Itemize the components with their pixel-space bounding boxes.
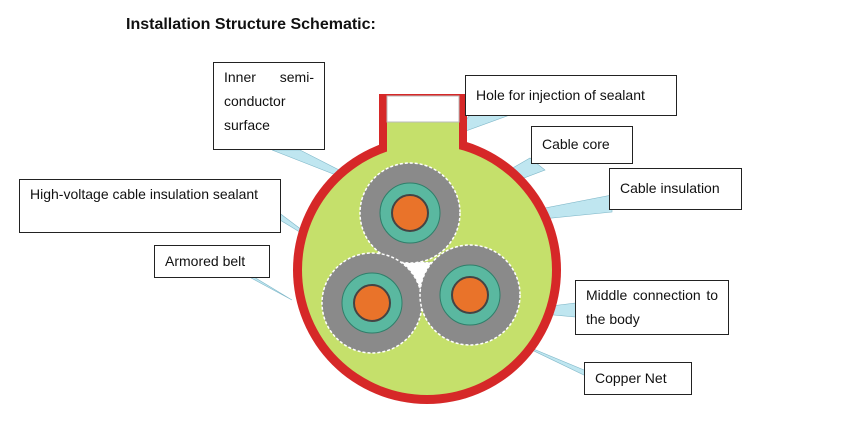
cable-top xyxy=(359,162,461,264)
cable-left xyxy=(321,252,423,354)
label-hv-insulation-sealant: High-voltage cable insulation sealant xyxy=(19,179,281,233)
cable-top-core xyxy=(391,194,429,232)
label-middle-connection: Middle connection to the body xyxy=(575,280,729,335)
cable-right xyxy=(419,244,521,346)
label-cable-core: Cable core xyxy=(531,126,633,164)
page-title: Installation Structure Schematic: xyxy=(126,16,376,33)
label-hole-injection: Hole for injection of sealant xyxy=(465,75,677,116)
cable-left-core xyxy=(353,284,391,322)
injection-hole xyxy=(386,95,460,123)
label-cable-insulation: Cable insulation xyxy=(609,168,742,210)
label-inner-semiconductor: Inner semi-conductor surface xyxy=(213,62,325,150)
injection-neck-inner xyxy=(387,120,459,168)
label-armored-belt: Armored belt xyxy=(154,245,270,278)
cable-right-core xyxy=(451,276,489,314)
label-copper-net: Copper Net xyxy=(584,362,692,395)
